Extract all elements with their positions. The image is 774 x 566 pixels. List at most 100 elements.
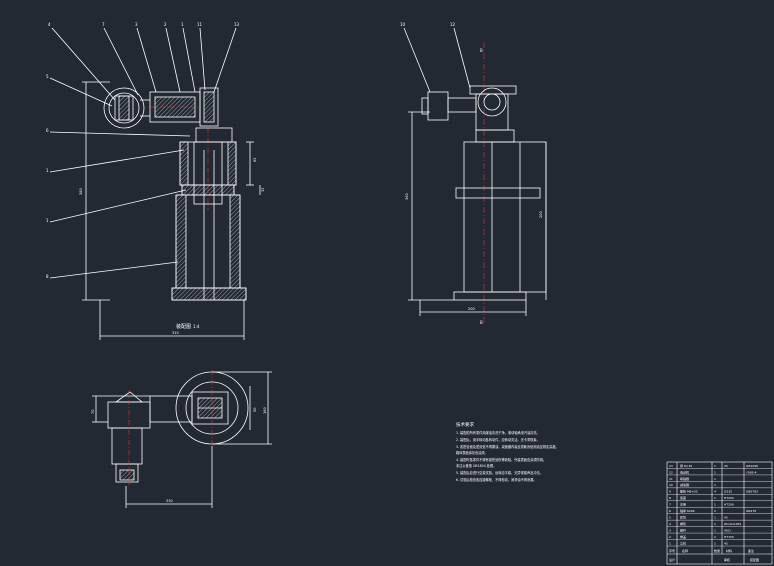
side-view — [403, 27, 547, 324]
top-dim-a: 70 — [91, 410, 95, 414]
bom-cell: 5 — [669, 516, 671, 520]
bom-cell: 减速器 — [680, 482, 689, 487]
bom-cell: 套筒 — [680, 515, 686, 520]
bom-cell: 40Cr — [724, 528, 732, 532]
notes-line-4: 箱体表面涂灰色油漆。 — [456, 450, 488, 455]
bom-cell: GB276 — [746, 509, 756, 513]
footer-mid: 审核 — [724, 557, 730, 562]
bom-header-material: 材料 — [726, 548, 732, 553]
bom-cell: 1 — [714, 470, 716, 474]
notes-line-2: 2. 装配后，用手转动各转动件，应转动灵活，无卡滞现象。 — [456, 437, 540, 442]
bom-cell: 2 — [669, 535, 671, 539]
top-dim-width: 330 — [166, 499, 173, 503]
front-dim-a: 65 — [253, 158, 257, 162]
bom-cell: 螺栓 M8×25 — [680, 489, 698, 494]
bom-cell: 13 — [669, 464, 673, 468]
bom-cell: Q235 — [724, 490, 732, 494]
title-block — [666, 461, 773, 565]
bom-cell: 4 — [669, 522, 671, 526]
bom-cell: 10 — [669, 483, 673, 487]
bom-cell: 1 — [714, 528, 716, 532]
notes-line-8: 6. 试验后检查各连接螺栓，不得松动，润滑油不得渗漏。 — [456, 477, 537, 482]
bom-cell: 8 — [669, 496, 671, 500]
front-view-title: 装配图 — [176, 323, 191, 330]
top-view — [92, 370, 272, 508]
footer-right: 装配图 — [750, 557, 759, 562]
notes-line-5: 4. 装配时各零件不得有碰伤划伤等缺陷，外露表面应涂漆防锈。 — [456, 457, 546, 462]
bom-cell: 4 — [714, 490, 716, 494]
front-dim-b: 32 — [261, 188, 265, 192]
bom-cell: 1 — [714, 483, 716, 487]
front-label-7: 13 — [234, 22, 240, 27]
side-axis-bottom: B — [480, 320, 483, 325]
front-label-3: 3 — [135, 22, 138, 27]
front-view — [49, 27, 261, 340]
side-dim-width: 200 — [468, 307, 475, 311]
title-block-text: 序号 名称 数量 材料 备注 设计 审核 装配图 — [669, 548, 759, 562]
bom-cell: 支架 — [680, 502, 686, 507]
footer-left: 设计 — [669, 557, 675, 562]
front-label-8: 5 — [46, 74, 49, 79]
bom-cell: ZCuSn10P1 — [724, 522, 741, 526]
bom-cell: 底座 — [680, 495, 686, 500]
bom-cell: 11 — [669, 477, 673, 481]
bom-cell: 立柱 — [680, 540, 686, 545]
front-dim-width: 310 — [172, 331, 179, 335]
notes-line-6: 未注公差按 GB1804 处理。 — [456, 463, 496, 468]
notes-title: 技术要求 — [456, 421, 474, 428]
technical-notes: 技术要求 1. 装配前所有零件用煤油清洗干净，滚动轴承用汽油清洗。 2. 装配后… — [456, 421, 559, 482]
top-view-text: 330 70 50 160 — [91, 407, 267, 503]
bom-header-name: 名称 — [682, 548, 688, 553]
bom-cell: 3 — [669, 528, 671, 532]
bom-header-remark: 备注 — [748, 548, 754, 553]
bom-header-qty: 数量 — [714, 548, 720, 553]
side-label-2: 12 — [450, 22, 456, 27]
bom-cell: 1 — [714, 503, 716, 507]
bom-cell: 1 — [714, 477, 716, 481]
bom-cell: 电动机 — [680, 469, 689, 474]
front-view-scale: 1:4 — [193, 324, 200, 329]
bom-cell: 45 — [724, 541, 728, 545]
bom-cell: 蜗轮 — [680, 521, 686, 526]
bom-cell: 2 — [714, 509, 716, 513]
bom-cell: HT150 — [724, 535, 734, 539]
bom-cell: 6 — [669, 509, 671, 513]
front-label-6: 11 — [197, 22, 203, 27]
bom-cell: 1 — [714, 522, 716, 526]
bom-cell: 12 — [669, 470, 673, 474]
front-leaders — [49, 27, 237, 279]
front-label-10: 1 — [46, 168, 49, 173]
bom-cell: 45 — [724, 464, 728, 468]
bom-cell: HT200 — [724, 496, 734, 500]
front-label-1: 4 — [48, 22, 51, 27]
side-axis-top: B — [480, 48, 483, 53]
bom-cell: GB5782 — [746, 490, 758, 494]
bom-cell: 1 — [714, 516, 716, 520]
bom-cell: 蜗杆 — [680, 527, 686, 532]
side-dim-b: 200 — [539, 211, 543, 218]
notes-line-3: 3. 各配合面及密封处不得漏油，减速器内装全损耗系统用油至规定高度。 — [456, 444, 559, 449]
top-dim-b: 50 — [253, 408, 257, 412]
notes-line-1: 1. 装配前所有零件用煤油清洗干净，滚动轴承用汽油清洗。 — [456, 430, 540, 435]
bom-cell: 45 — [724, 516, 728, 520]
front-label-4: 2 — [164, 22, 167, 27]
bom-cell: 1 — [714, 464, 716, 468]
front-label-12: 8 — [46, 274, 49, 279]
bom-cell: GB1096 — [746, 464, 758, 468]
front-label-11: 1 — [46, 218, 49, 223]
front-dim-height: 380 — [79, 188, 83, 195]
side-dim-height: 360 — [405, 193, 409, 200]
bom-cell: 联轴器 — [680, 476, 689, 481]
bom-cell: 1 — [714, 496, 716, 500]
front-label-5: 1 — [181, 22, 184, 27]
bom-header-no: 序号 — [669, 548, 675, 553]
notes-line-7: 5. 装配后应进行空载试验，运转应平稳，无异常噪声及冲击。 — [456, 470, 543, 475]
front-view-text: 4 7 3 2 1 11 13 5 6 1 1 8 装配图 1:4 310 38… — [46, 22, 265, 335]
bom-cell: 2 — [714, 535, 716, 539]
bom-cell: 9 — [669, 490, 671, 494]
side-label-1: 10 — [400, 22, 406, 27]
bom-cell: HT200 — [724, 503, 734, 507]
bom-cell: 端盖 — [680, 534, 686, 539]
